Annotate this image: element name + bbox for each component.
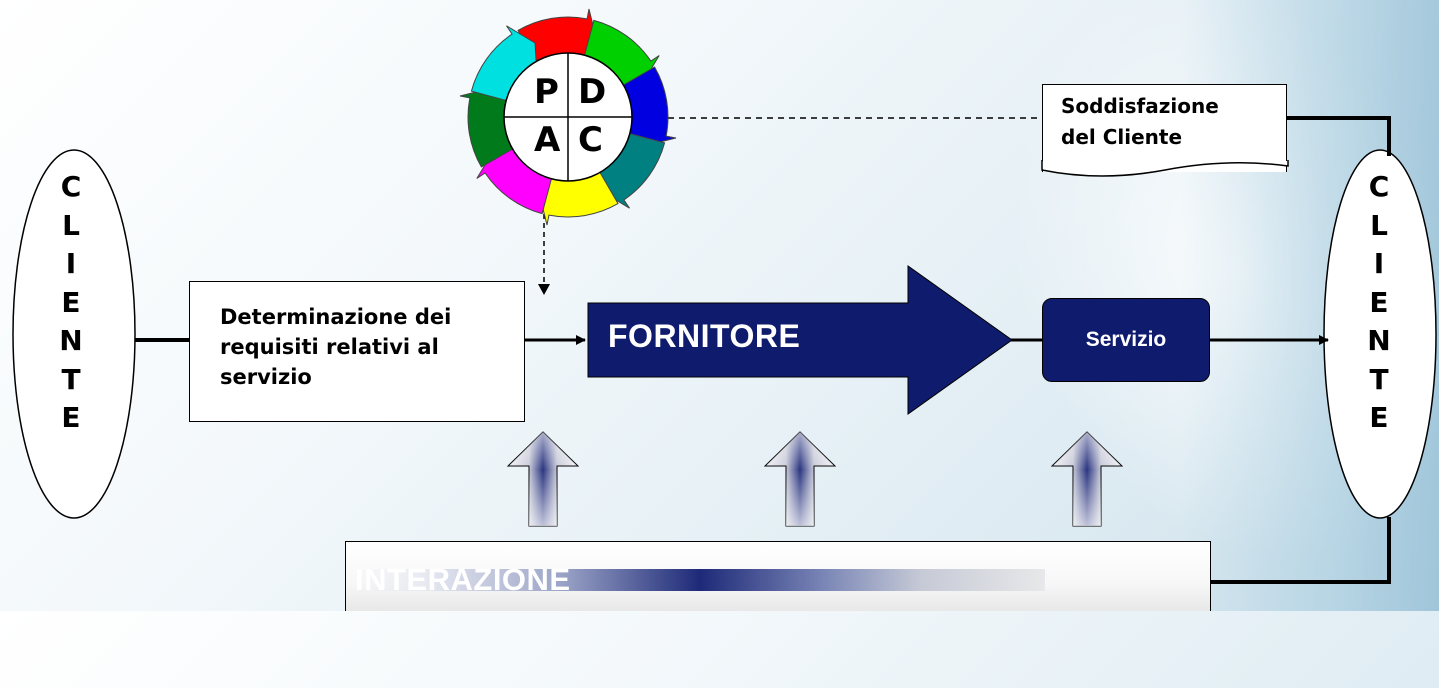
satisfaction-line: Soddisfazione — [1061, 94, 1219, 118]
dashed-arrow-head — [538, 284, 550, 295]
client-letter: I — [1373, 247, 1385, 280]
client-left-label: C L I E N T E — [51, 168, 91, 438]
requirements-box: Determinazione dei requisiti relativi al… — [189, 281, 525, 422]
supplier-arrow — [587, 265, 1013, 415]
client-letter: I — [65, 247, 77, 280]
connector-satisfaction-to-client — [1287, 116, 1391, 156]
up-arrow-requirements — [506, 431, 580, 527]
pdca-letter-p: P — [534, 72, 559, 112]
client-letter: T — [61, 362, 81, 396]
client-letter: E — [1369, 285, 1389, 319]
pdca-letter-c: C — [578, 120, 603, 160]
pdca-letter-a: A — [534, 120, 561, 160]
client-right-ellipse — [1323, 149, 1437, 519]
interaction-label: INTERAZIONE — [355, 562, 571, 597]
satisfaction-line: del Cliente — [1061, 125, 1183, 149]
pdca-cycle-ring — [459, 8, 677, 226]
pdca-letter-d: D — [578, 72, 607, 112]
client-letter: T — [1369, 362, 1389, 396]
client-letter: L — [1370, 208, 1388, 242]
requirements-line: Determinazione dei — [220, 305, 452, 329]
connector-interaction-to-client — [1211, 517, 1391, 584]
requirements-line: servizio — [220, 365, 312, 389]
up-arrow-service — [1050, 431, 1124, 527]
satisfaction-document: Soddisfazione del Cliente — [1042, 84, 1287, 172]
client-letter: N — [1367, 324, 1391, 357]
satisfaction-document-wave — [1041, 160, 1289, 177]
client-letter: C — [60, 170, 82, 203]
client-letter: E — [61, 401, 81, 434]
requirements-line: requisiti relativi al — [220, 335, 439, 359]
client-letter: E — [61, 285, 81, 319]
service-label: Servizio — [1085, 328, 1167, 351]
client-letter: L — [62, 208, 80, 242]
client-left-ellipse — [12, 149, 136, 519]
supplier-label: FORNITORE — [608, 318, 801, 354]
service-box: Servizio — [1042, 298, 1210, 382]
client-letter: E — [1369, 401, 1389, 434]
up-arrow-supplier — [763, 431, 837, 527]
client-right-label: C L I E N T E — [1359, 168, 1399, 438]
interaction-gradient-bar — [355, 569, 1045, 591]
client-letter: C — [1368, 170, 1390, 203]
client-letter: N — [59, 324, 83, 357]
diagram-canvas — [12, 8, 1437, 584]
